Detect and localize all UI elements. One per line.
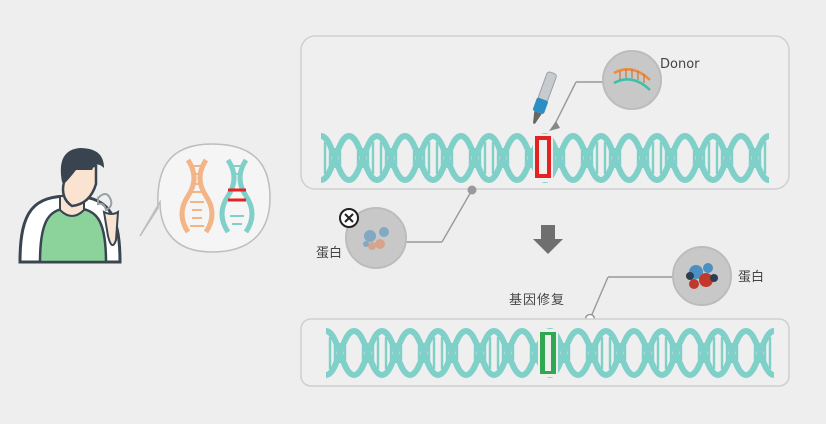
- scalpel-icon: [532, 71, 557, 124]
- donor-label: Donor: [660, 57, 700, 72]
- cancel-x-icon: [339, 208, 359, 228]
- top-protein-connector: [441, 189, 473, 243]
- down-arrow-icon: [533, 225, 563, 254]
- defective-dna-icon: [179, 158, 215, 234]
- protein-label-right: 蛋白: [738, 269, 764, 285]
- cut-site-marker: [533, 134, 553, 182]
- mutant-dna-icon: [219, 158, 255, 234]
- donor-arrowhead: [549, 121, 560, 131]
- gene-repair-label: 基因修复: [509, 293, 565, 308]
- protein-circle-left: [345, 207, 407, 269]
- bottom-protein-connector: [589, 276, 609, 320]
- repaired-site-marker: [538, 329, 558, 377]
- person-icon: [18, 148, 122, 264]
- donor-connector-2: [552, 81, 577, 129]
- top-connector-dot: [467, 185, 477, 195]
- protein-label-left: 蛋白: [316, 245, 342, 261]
- protein-icon-right: [686, 263, 718, 289]
- protein-icon-left: [363, 227, 389, 250]
- donor-dna-icon: [613, 68, 651, 91]
